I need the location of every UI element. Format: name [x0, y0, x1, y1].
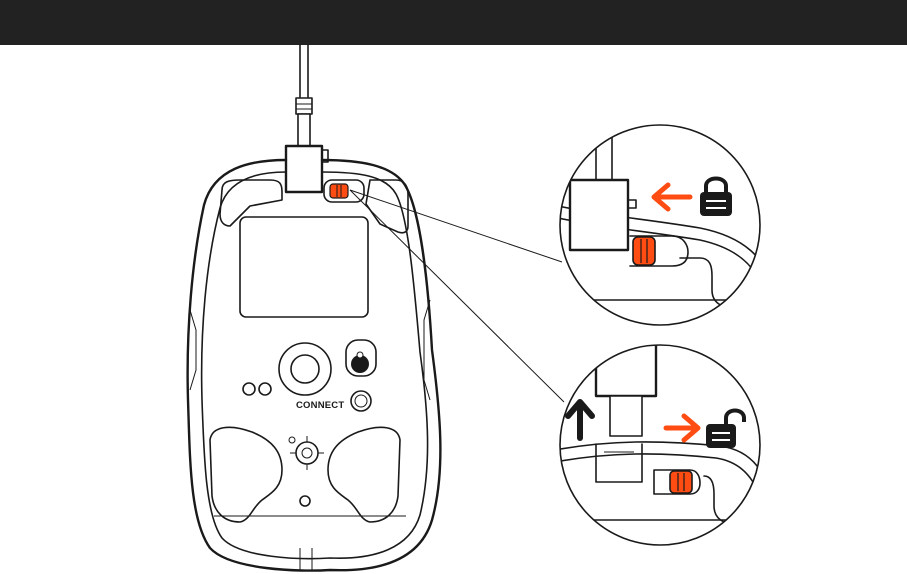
power-switch: [346, 340, 376, 376]
mouse-underside: CONNECT: [188, 45, 441, 571]
lock-slider-locked: [633, 237, 655, 265]
brand-logo: [289, 436, 324, 470]
cable-lock-slider: [330, 184, 348, 198]
detail-unlocked: [555, 340, 775, 545]
usb-cable: [286, 45, 328, 192]
usb-plug-lifted: [596, 340, 656, 396]
connect-label: CONNECT: [296, 400, 344, 411]
usb-plug-inserted: [570, 180, 628, 250]
detail-locked: [540, 120, 775, 325]
usb-plug: [286, 146, 322, 192]
callout-lines: [350, 190, 564, 402]
connect-button: [351, 391, 371, 411]
lock-slider-unlocked: [670, 471, 692, 493]
